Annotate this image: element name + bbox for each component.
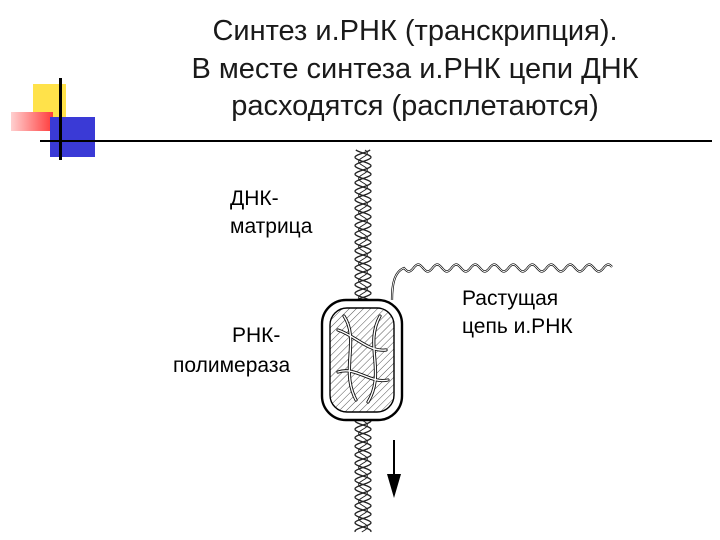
label-polymerase-line1: РНК- [232,324,280,347]
rna-polymerase [320,298,404,422]
decor-vertical-line [59,78,62,160]
slide-title: Синтез и.РНК (транскрипция). В месте син… [110,13,720,126]
dna-helix-lower [354,419,372,533]
title-line-2: В месте синтеза и.РНК цепи ДНК [191,52,639,85]
decor-blue-square [50,117,95,157]
dna-helix-upper [354,149,372,301]
mrna-strand-inner [391,264,613,301]
label-dna-line2: матрица [230,215,313,238]
label-dna-line1: ДНК- [230,187,279,210]
direction-arrow [387,440,401,498]
title-line-1: Синтез и.РНК (транскрипция). [212,15,618,47]
title-line-3: расходятся (расплетаются) [231,90,599,122]
decor-red-bar [11,112,53,131]
label-mrna-line2: цепь и.РНК [462,315,573,338]
label-polymerase-line2: полимераза [173,354,290,377]
label-mrna-line1: Растущая [462,287,558,310]
title-divider [40,140,712,142]
